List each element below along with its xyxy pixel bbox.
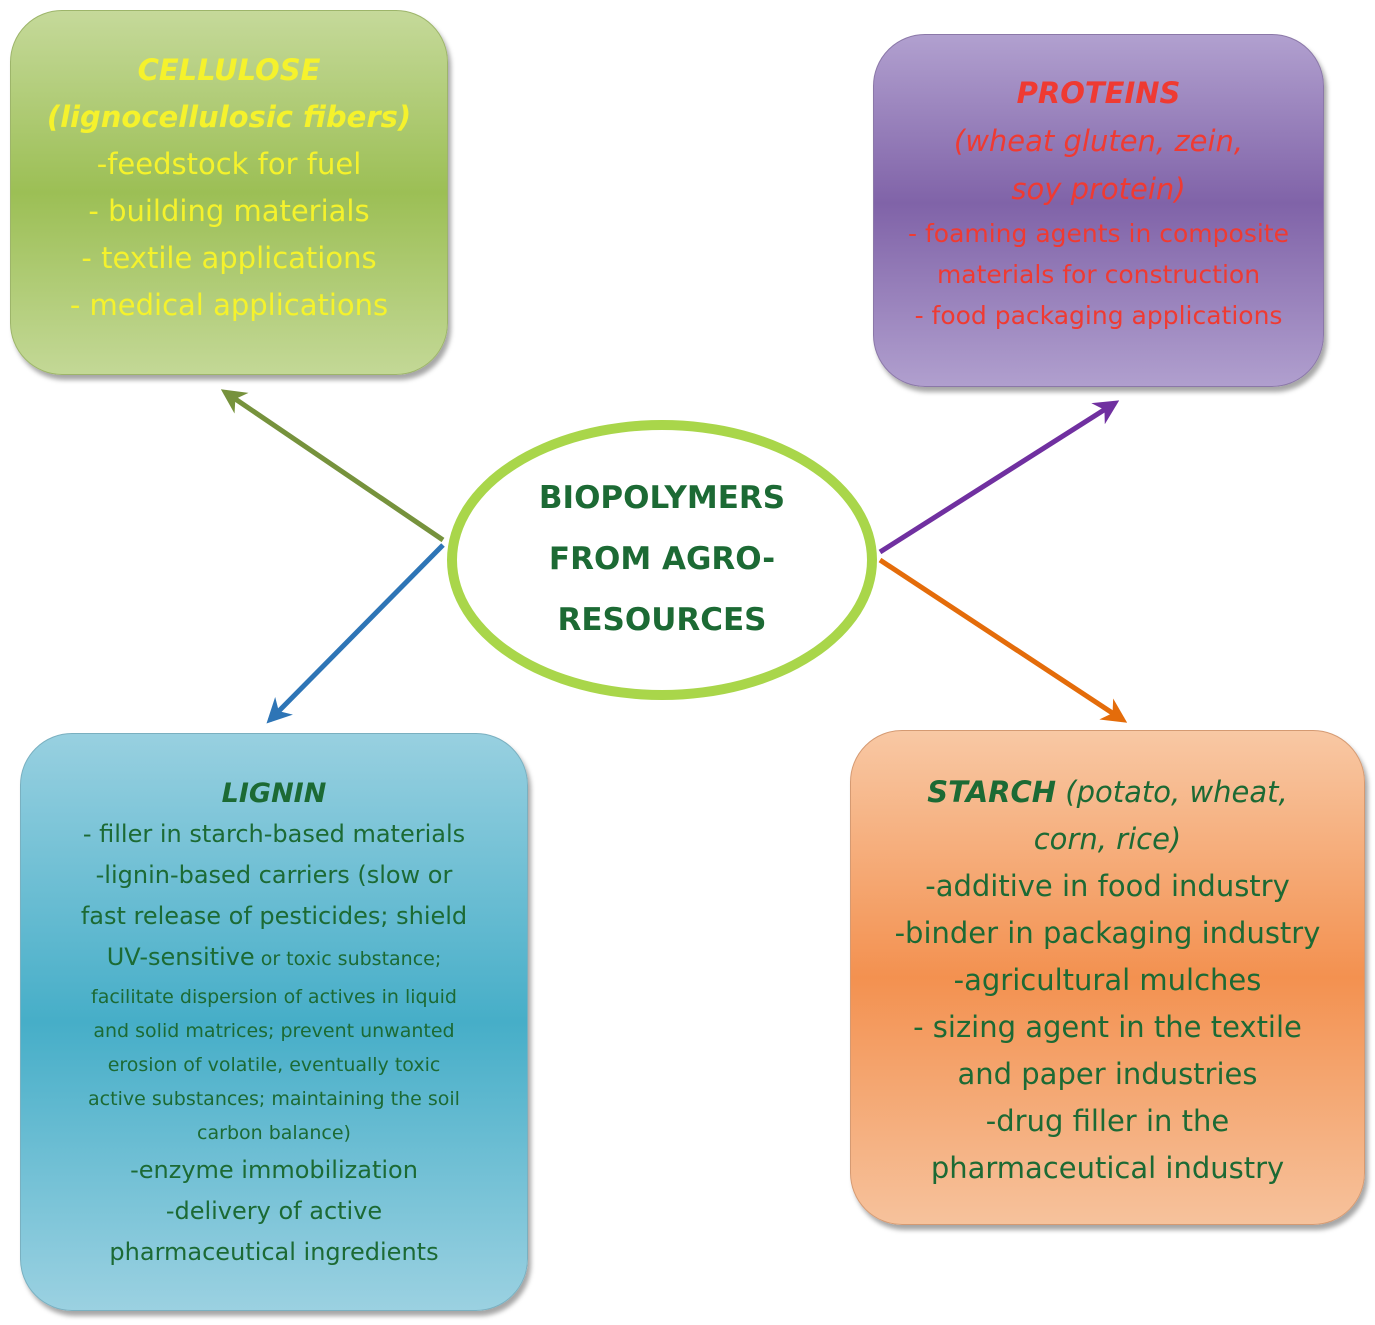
lignin-item: or toxic substance; bbox=[254, 948, 442, 970]
center-line: RESOURCES bbox=[557, 602, 767, 638]
starch-item: -drug filler in the bbox=[985, 1104, 1230, 1138]
lignin-item: pharmaceutical ingredients bbox=[109, 1238, 439, 1266]
starch-heading: STARCH (potato, wheat, bbox=[851, 769, 1364, 816]
starch-subtitle: (potato, wheat, bbox=[1056, 775, 1288, 809]
starch-box: STARCH (potato, wheat, corn, rice) -addi… bbox=[850, 730, 1365, 1225]
proteins-subtitle: (wheat gluten, zein, bbox=[953, 124, 1244, 158]
starch-item: - sizing agent in the textile bbox=[913, 1010, 1302, 1044]
lignin-item: - filler in starch-based materials bbox=[82, 820, 466, 848]
proteins-title: PROTEINS bbox=[1016, 76, 1181, 110]
lignin-item-mixed: UV-sensitive or toxic substance; bbox=[21, 937, 527, 980]
proteins-box: PROTEINS (wheat gluten, zein, soy protei… bbox=[873, 34, 1324, 387]
proteins-item: - foaming agents in composite bbox=[908, 219, 1289, 248]
cellulose-item: - textile applications bbox=[81, 241, 377, 275]
proteins-item: materials for construction bbox=[936, 260, 1261, 289]
cellulose-item: - building materials bbox=[88, 194, 370, 228]
lignin-item: fast release of pesticides; shield bbox=[80, 902, 468, 930]
cellulose-title: CELLULOSE bbox=[137, 53, 321, 87]
lignin-item: -lignin-based carriers (slow or bbox=[95, 861, 453, 889]
cellulose-subtitle: (lignocellulosic fibers) bbox=[46, 100, 412, 134]
lignin-item: and solid matrices; prevent unwanted bbox=[93, 1020, 455, 1042]
cellulose-box: CELLULOSE (lignocellulosic fibers) -feed… bbox=[10, 10, 448, 375]
lignin-item: facilitate dispersion of actives in liqu… bbox=[91, 986, 457, 1008]
cellulose-item: - medical applications bbox=[69, 288, 389, 322]
lignin-item: carbon balance) bbox=[197, 1122, 351, 1144]
starch-item: pharmaceutical industry bbox=[930, 1151, 1285, 1185]
proteins-subtitle: soy protein) bbox=[1011, 172, 1186, 206]
starch-item: and paper industries bbox=[957, 1057, 1258, 1091]
lignin-item: erosion of volatile, eventually toxic bbox=[107, 1054, 441, 1076]
arrow-to-cellulose bbox=[220, 389, 445, 543]
center-line: BIOPOLYMERS bbox=[538, 480, 786, 516]
lignin-item: active substances; maintaining the soil bbox=[88, 1088, 460, 1110]
cellulose-item: -feedstock for fuel bbox=[96, 147, 362, 181]
starch-title: STARCH bbox=[927, 775, 1057, 809]
starch-item: -binder in packaging industry bbox=[894, 916, 1321, 950]
proteins-item: - food packaging applications bbox=[914, 301, 1283, 330]
center-ellipse bbox=[447, 420, 877, 700]
arrow-to-starch bbox=[878, 557, 1128, 723]
lignin-box: LIGNIN - filler in starch-based material… bbox=[20, 733, 528, 1311]
lignin-item: -delivery of active bbox=[165, 1197, 383, 1225]
lignin-item: -enzyme immobilization bbox=[130, 1156, 418, 1184]
starch-item: -additive in food industry bbox=[925, 869, 1290, 903]
arrow-to-lignin bbox=[266, 543, 445, 724]
lignin-title: LIGNIN bbox=[221, 778, 327, 809]
lignin-item: UV-sensitive bbox=[106, 943, 255, 971]
center-line: FROM AGRO- bbox=[548, 541, 776, 577]
arrow-to-proteins bbox=[878, 400, 1120, 555]
starch-subtitle: corn, rice) bbox=[1033, 822, 1182, 856]
starch-item: -agricultural mulches bbox=[953, 963, 1262, 997]
center-node-label: BIOPOLYMERS FROM AGRO- RESOURCES bbox=[447, 468, 877, 651]
